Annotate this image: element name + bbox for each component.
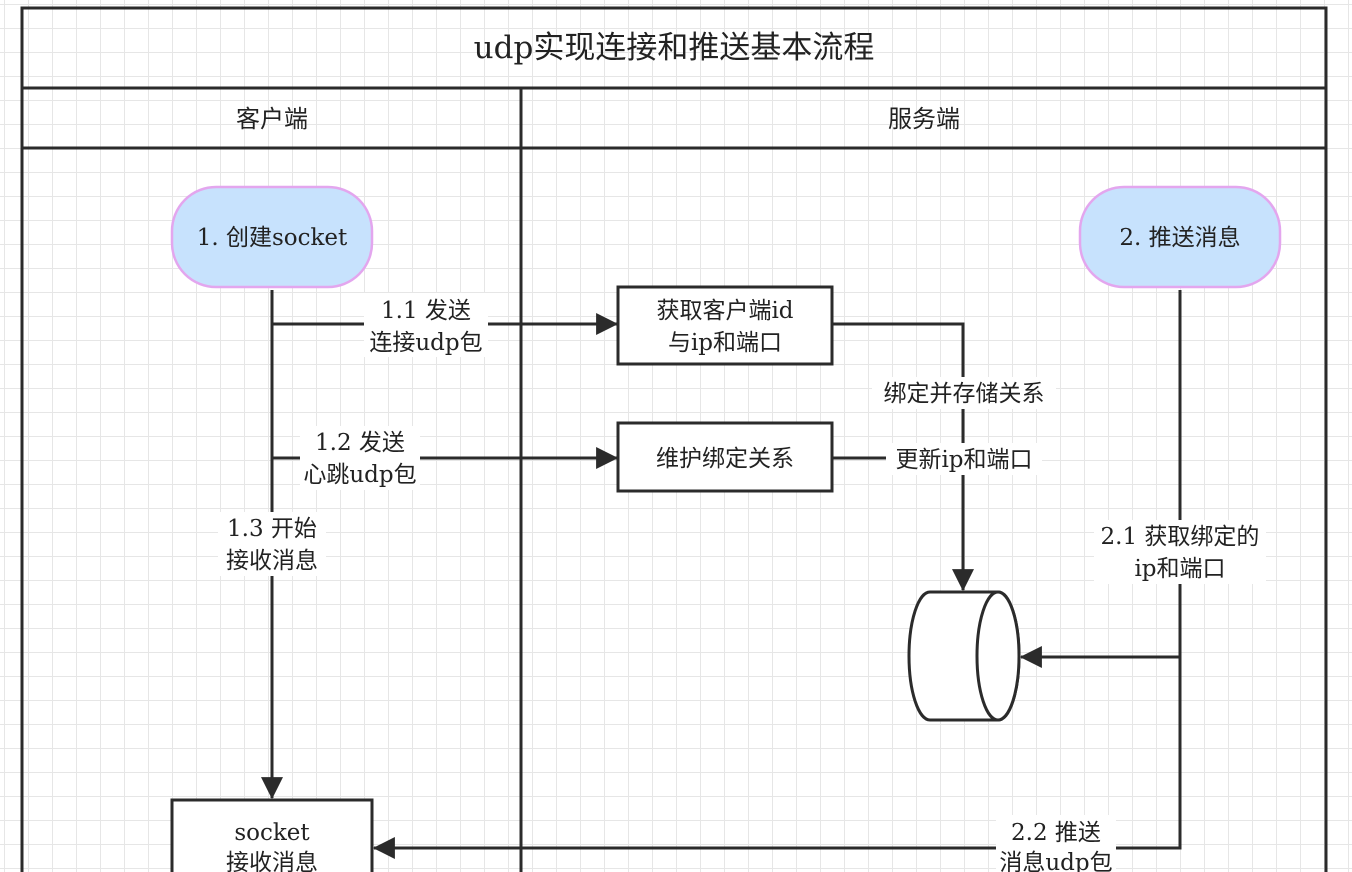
process-shape [170, 798, 374, 872]
node-push-message: 2. 推送消息 [1078, 185, 1282, 289]
label-push-udp-line2: 消息udp包 [999, 850, 1112, 872]
label-send-heartbeat-line2: 心跳udp包 [303, 462, 416, 488]
label-push-udp: 2.2 推送 消息udp包 [996, 815, 1116, 872]
label-background [872, 377, 1056, 409]
label-get-bound-ip-line1: 2.1 获取绑定的 [1101, 524, 1260, 550]
label-bind-store-text: 绑定并存储关系 [884, 381, 1045, 407]
edge-push-udp [372, 657, 1182, 859]
label-background [1094, 520, 1266, 584]
label-background [886, 443, 1042, 475]
pool-border [20, 6, 1328, 872]
label-update-ip-port: 更新ip和端口 [886, 443, 1042, 475]
label-start-receive-line2: 接收消息 [226, 548, 318, 574]
terminal-shape [1078, 185, 1282, 289]
process-shape [616, 421, 834, 493]
node-create-socket-label: 1. 创建socket [197, 225, 348, 251]
diagram-title: udp实现连接和推送基本流程 [474, 30, 875, 66]
label-send-connect: 1.1 发送 连接udp包 [364, 293, 488, 357]
connectors [261, 290, 1182, 859]
swimlane-frame [20, 6, 1328, 872]
node-maintain-binding: 维护绑定关系 [616, 421, 834, 493]
node-push-message-label: 2. 推送消息 [1119, 225, 1240, 251]
label-send-heartbeat-line1: 1.2 发送 [315, 430, 405, 456]
lane-header-server: 服务端 [888, 105, 960, 133]
label-send-heartbeat: 1.2 发送 心跳udp包 [300, 426, 420, 490]
process-shape [616, 285, 834, 366]
label-start-receive: 1.3 开始 接收消息 [218, 512, 326, 576]
label-background [300, 426, 420, 490]
node-socket-receive-line2: 接收消息 [226, 850, 318, 872]
node-storage [907, 590, 1021, 722]
label-background [364, 293, 488, 357]
label-get-bound-ip-line2: ip和端口 [1134, 556, 1225, 582]
label-send-connect-line1: 1.1 发送 [381, 298, 471, 324]
label-get-bound-ip: 2.1 获取绑定的 ip和端口 [1094, 520, 1266, 584]
node-create-socket: 1. 创建socket [170, 185, 374, 289]
node-get-client-id: 获取客户端id 与ip和端口 [616, 285, 834, 366]
terminal-shape [170, 185, 374, 289]
label-start-receive-line1: 1.3 开始 [227, 516, 317, 542]
node-socket-receive: socket 接收消息 [170, 798, 374, 872]
node-get-client-id-line2: 与ip和端口 [668, 330, 782, 356]
label-push-udp-line1: 2.2 推送 [1011, 820, 1101, 846]
label-update-ip-port-text: 更新ip和端口 [895, 447, 1032, 473]
lane-header-client: 客户端 [236, 105, 308, 133]
label-background [218, 512, 326, 576]
label-background [996, 815, 1116, 872]
label-send-connect-line2: 连接udp包 [369, 330, 482, 356]
label-bind-store: 绑定并存储关系 [872, 377, 1056, 409]
node-get-client-id-line1: 获取客户端id [656, 298, 793, 324]
edge-get-bound-ip [1019, 290, 1182, 668]
storage-end [975, 590, 1021, 722]
node-socket-receive-line1: socket [234, 820, 310, 846]
edge-bind-store [833, 322, 974, 592]
node-maintain-binding-label: 维护绑定关系 [656, 446, 794, 472]
